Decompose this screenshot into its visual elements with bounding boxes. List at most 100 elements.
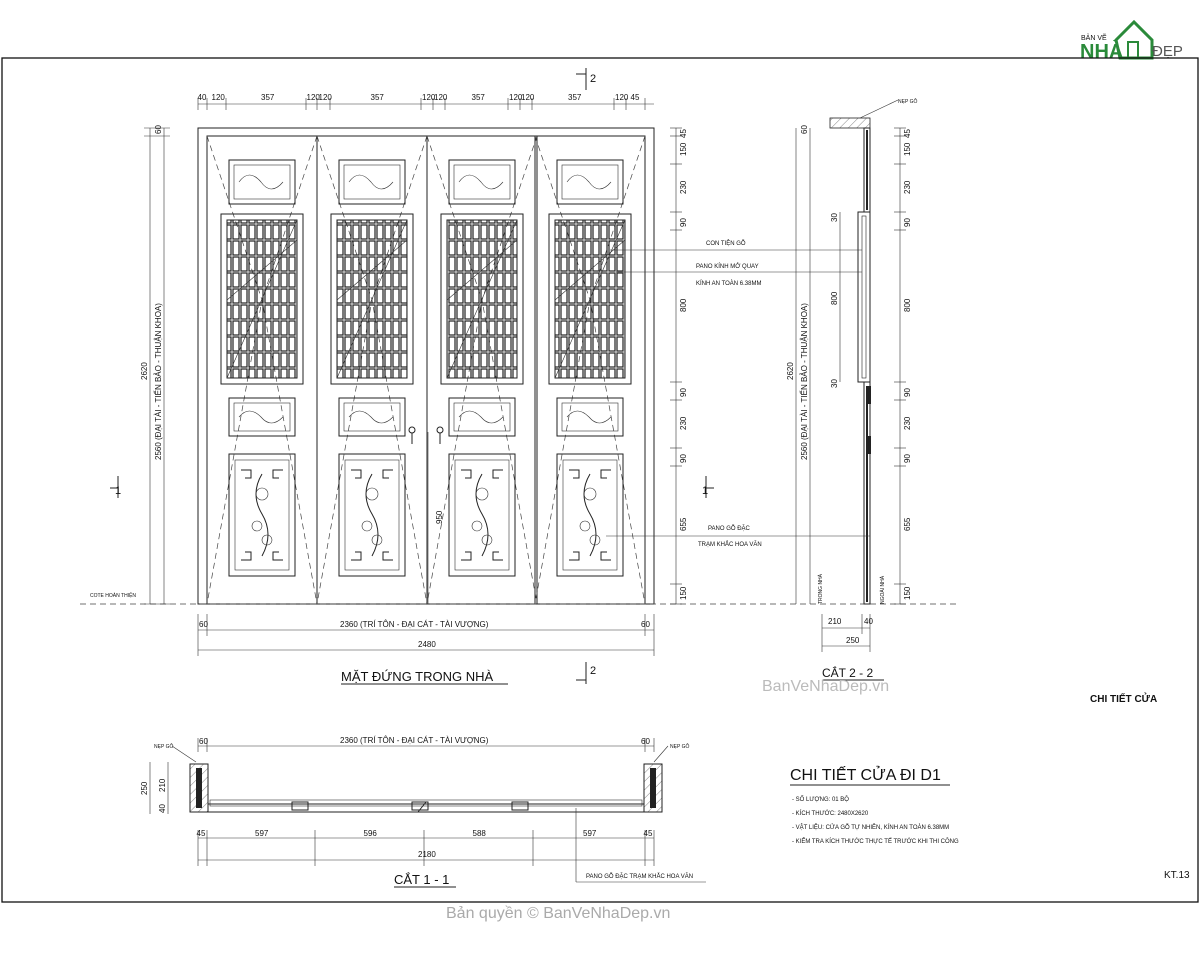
s11-dim-250: 250: [140, 781, 149, 795]
door-leaf: [426, 135, 538, 605]
top-dim: 120: [307, 93, 321, 102]
spec-line-4: - KIỂM TRA KÍCH THƯỚC THỰC TẾ TRƯỚC KHI …: [792, 838, 959, 845]
section-1-1: 60 2360 (TRÍ TÔN - ĐẠI CÁT - TÀI VƯỢNG) …: [140, 736, 706, 888]
right-dim: 90: [903, 388, 912, 397]
handle-dim: 950: [435, 510, 444, 524]
right-dim: 90: [679, 454, 688, 463]
elevation-title: MẶT ĐỨNG TRONG NHÀ: [341, 669, 494, 684]
right-dim: 150: [679, 586, 688, 600]
s11-dim-60b: 60: [641, 737, 650, 746]
top-dim: 40: [198, 93, 207, 102]
door-leaf: [206, 135, 318, 605]
s11-total: 2180: [418, 850, 436, 859]
callout-pano-kinh: PANO KÍNH MỞ QUAY: [696, 263, 759, 270]
bottom-dim-60b: 60: [641, 620, 650, 629]
spec-line-2: - KÍCH THƯỚC: 2480X2620: [792, 810, 869, 817]
right-dim: 90: [903, 218, 912, 227]
callout-con-tien: CON TIỆN GỖ: [706, 239, 746, 247]
spec-line-3: - VẬT LIỆU: CỬA GỖ TỰ NHIÊN, KÍNH AN TOÀ…: [792, 823, 949, 831]
right-dim: 150: [903, 586, 912, 600]
s11-dim-210: 210: [158, 778, 167, 792]
s22-dim-2560: 2560 (ĐẠI TÀI - TIẾN BẢO - THUẬN KHOA): [799, 303, 809, 460]
s22-dim-30a: 30: [830, 213, 839, 222]
s22-dim-800: 800: [830, 291, 839, 305]
left-dim-2560: 2560 (ĐẠI TÀI - TIẾN BẢO - THUẬN KHOA): [153, 303, 163, 460]
top-dim: 120: [319, 93, 333, 102]
s22-dim-60: 60: [800, 125, 809, 134]
s22-dim-2620: 2620: [786, 362, 795, 380]
top-dim: 120: [212, 93, 226, 102]
door-handle: [436, 426, 444, 434]
logo-tail: ĐẸP: [1152, 43, 1183, 60]
bottom-dim-60a: 60: [199, 620, 208, 629]
right-dim: 90: [903, 454, 912, 463]
s11-top-dim: 2360 (TRÍ TÔN - ĐẠI CÁT - TÀI VƯỢNG): [340, 736, 489, 745]
right-dim: 45: [903, 129, 912, 138]
right-dim: 230: [679, 416, 688, 430]
spec-title: CHI TIẾT CỬA ĐI D1: [790, 765, 941, 784]
left-dim-60: 60: [154, 125, 163, 134]
top-dim: 357: [472, 93, 486, 102]
door-handle: [408, 426, 416, 434]
watermark-bottom: Bản quyền © BanVeNhaDep.vn: [446, 905, 670, 922]
section-mark-1-left: 1: [115, 485, 121, 497]
section-mark-2-bottom: 2: [590, 665, 596, 677]
top-dim: 120: [422, 93, 436, 102]
callout-tram-khac: TRẠM KHẮC HOA VĂN: [698, 540, 762, 548]
s11-bottom-dim: 45: [644, 829, 653, 838]
door-leaf: [534, 135, 646, 605]
s11-dim-60a: 60: [199, 737, 208, 746]
s22-in-label: TRONG NHÀ: [817, 573, 824, 604]
door-leaf: [316, 135, 428, 605]
callout-kinh-an-toan: KÍNH AN TOÀN 6.38MM: [696, 280, 761, 287]
s22-dim-30b: 30: [830, 379, 839, 388]
logo-big: NHÀ: [1080, 40, 1123, 63]
s22-bottom-a: 210: [828, 617, 842, 626]
top-dim: 357: [371, 93, 385, 102]
right-dim: 150: [903, 142, 912, 156]
logo: BẢN VẼ NHÀ ĐẸP: [1080, 19, 1183, 63]
s11-bottom-dim: 597: [583, 829, 597, 838]
logo-small: BẢN VẼ: [1081, 33, 1107, 42]
watermark-mid: BanVeNhaDep.vn: [762, 678, 889, 695]
bottom-dim-total: 2480: [418, 640, 436, 649]
top-dim: 120: [509, 93, 523, 102]
section-2-2: NẸP GỖ 60 30 800 30 2620 2560 (ĐẠI TÀI -…: [786, 98, 917, 681]
callouts: CON TIỆN GỖ PANO KÍNH MỞ QUAY KÍNH AN TO…: [606, 239, 870, 548]
right-dim: 655: [903, 517, 912, 531]
floor-label: COTE HOÀN THIỆN: [90, 591, 136, 599]
left-dim-2620: 2620: [140, 362, 149, 380]
right-dim: 230: [903, 180, 912, 194]
s11-right-label: NẸP GỖ: [670, 743, 689, 750]
top-dim: 120: [434, 93, 448, 102]
logo-house-icon: [1114, 19, 1154, 60]
right-dim: 800: [903, 298, 912, 312]
section-mark-1-right: 1: [702, 485, 708, 497]
s11-bottom-dim: 588: [473, 829, 487, 838]
right-dim: 800: [679, 298, 688, 312]
s22-bottom-total: 250: [846, 636, 860, 645]
s11-bottom-dim: 597: [255, 829, 269, 838]
bottom-dim-inner: 2360 (TRÍ TÔN - ĐẠI CÁT - TÀI VƯỢNG): [340, 620, 489, 629]
right-dim: 90: [679, 388, 688, 397]
s22-top-label: NẸP GỖ: [898, 98, 917, 105]
top-dim: 120: [615, 93, 629, 102]
sheet-number: KT.13: [1164, 870, 1190, 881]
right-dim: 90: [679, 218, 688, 227]
right-dim: 230: [903, 416, 912, 430]
s22-out-label: NGOÀI NHÀ: [879, 575, 886, 604]
top-dim: 45: [631, 93, 640, 102]
section-mark-2-top: 2: [590, 73, 596, 85]
top-dim: 357: [568, 93, 582, 102]
top-dim: 357: [261, 93, 275, 102]
top-dim: 120: [521, 93, 535, 102]
callout-pano-go: PANO GỖ ĐẶC: [708, 525, 751, 532]
s11-callout: PANO GỖ ĐẶC TRẠM KHẮC HOA VĂN: [586, 872, 693, 880]
detail-label: CHI TIẾT CỬA: [1090, 692, 1157, 705]
s22-bottom-b: 40: [864, 617, 873, 626]
sheet-border: [1, 57, 1199, 903]
right-dim: 655: [679, 517, 688, 531]
right-dim: 230: [679, 180, 688, 194]
